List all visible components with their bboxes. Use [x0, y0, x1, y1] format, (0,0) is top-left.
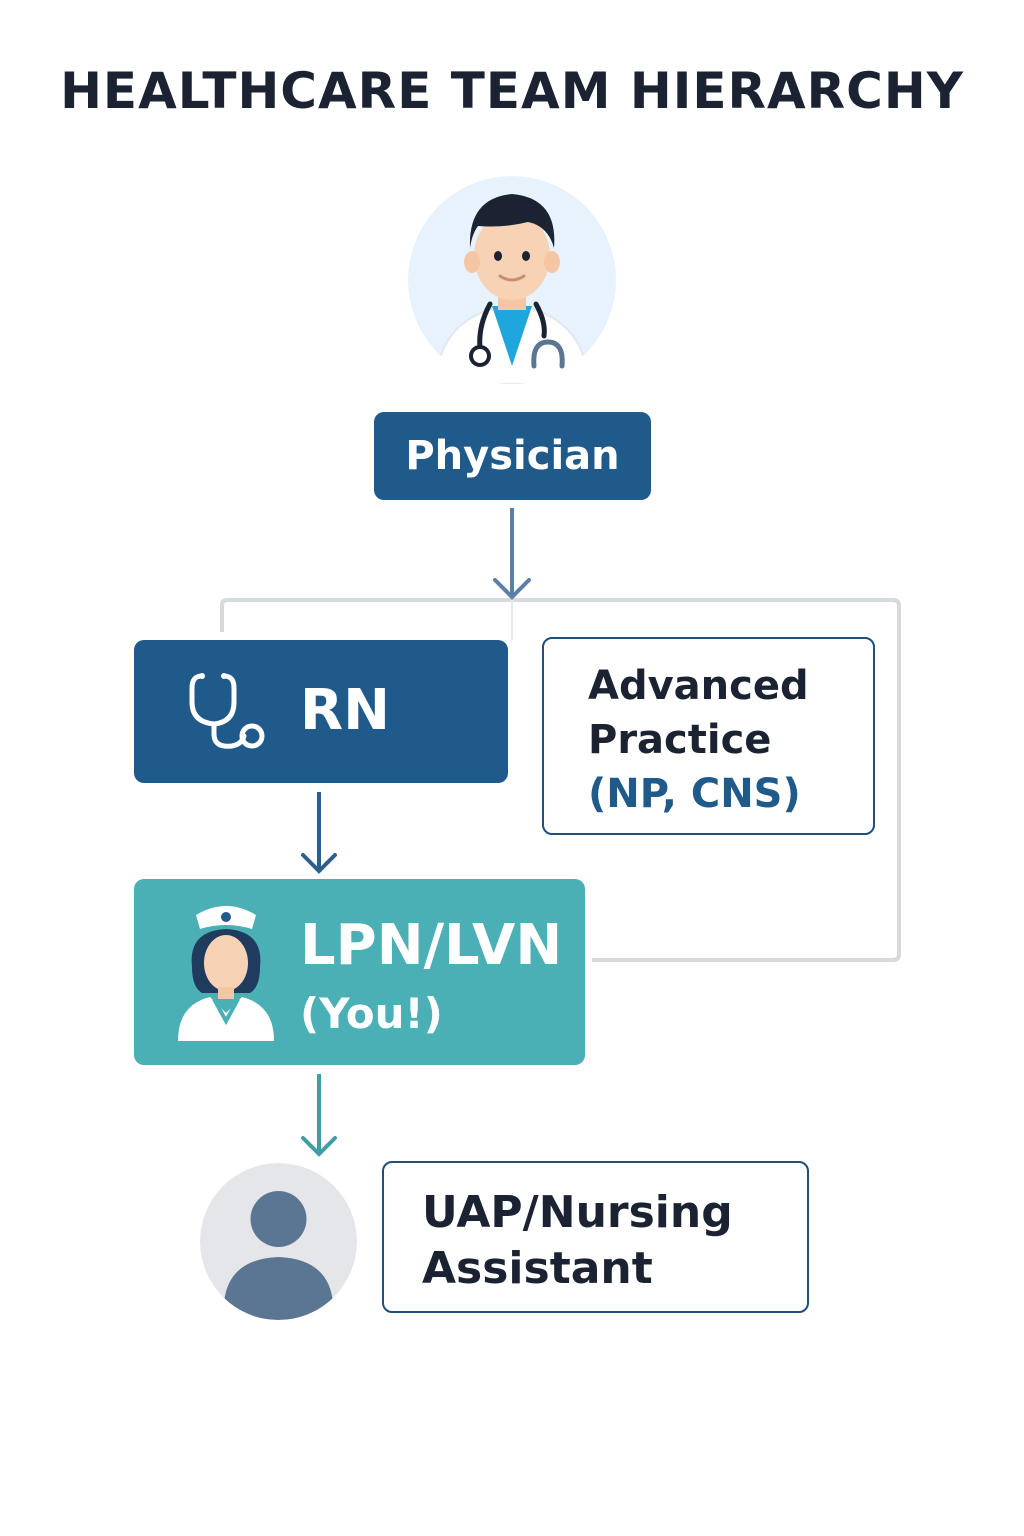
- bracket-connector: [220, 598, 901, 962]
- page-title: HEALTHCARE TEAM HIERARCHY: [60, 62, 964, 120]
- lpn-label: LPN/LVN: [300, 913, 563, 978]
- uap-line1: UAP/Nursing: [422, 1187, 733, 1238]
- stethoscope-icon: [186, 668, 272, 754]
- physician-node: Physician: [374, 412, 651, 500]
- arrow-rn-to-lpn: [301, 792, 337, 874]
- physician-label: Physician: [405, 433, 620, 479]
- arrow-lpn-to-uap: [301, 1074, 337, 1157]
- lpn-sub-label: (You!): [300, 989, 443, 1038]
- advanced-practice-line2: Practice: [588, 717, 772, 763]
- nurse-icon: [174, 901, 280, 1041]
- lpn-node: LPN/LVN (You!): [134, 879, 585, 1065]
- advanced-practice-text: Advanced Practice (NP, CNS): [588, 659, 809, 821]
- advanced-practice-line1: Advanced: [588, 663, 809, 709]
- arrow-physician-down: [493, 508, 531, 600]
- advanced-practice-line3: (NP, CNS): [588, 771, 801, 817]
- doctor-avatar-icon: [408, 176, 616, 384]
- uap-line2: Assistant: [422, 1243, 653, 1294]
- rn-node: RN: [134, 640, 508, 783]
- uap-text: UAP/Nursing Assistant: [422, 1185, 733, 1297]
- rn-label: RN: [300, 678, 390, 743]
- advanced-practice-node: Advanced Practice (NP, CNS): [542, 637, 875, 835]
- uap-node: UAP/Nursing Assistant: [382, 1161, 809, 1313]
- person-icon: [200, 1163, 357, 1320]
